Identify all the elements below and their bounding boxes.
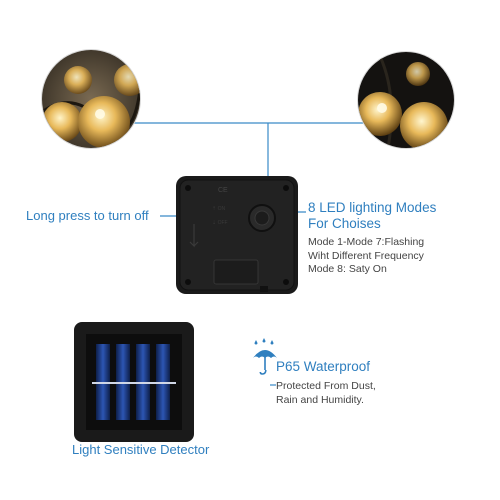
modes-description: Mode 1-Mode 7:Flashing Wiht Different Fr…	[308, 236, 424, 277]
light-detector-label: Light Sensitive Detector	[72, 442, 210, 457]
modes-desc-line2: Wiht Different Frequency	[308, 249, 424, 262]
modes-title-line2: For Choises	[308, 216, 381, 231]
modes-desc-line1: Mode 1-Mode 7:Flashing	[308, 236, 425, 248]
waterproof-description: Protected From Dust, Rain and Humidity.	[276, 380, 376, 407]
umbrella-icon	[250, 338, 280, 378]
left-bulb-photo	[42, 50, 140, 148]
controller-box: CE ⇡ ON ⇣ OFF	[174, 174, 300, 296]
waterproof-desc-line1: Protected From Dust,	[276, 380, 376, 392]
modes-title: 8 LED lighting Modes For Choises	[308, 200, 436, 232]
modes-title-line1: 8 LED lighting Modes	[308, 200, 437, 215]
svg-text:⇣ OFF: ⇣ OFF	[212, 220, 228, 226]
waterproof-desc-line2: Rain and Humidity.	[276, 393, 364, 406]
svg-text:⇡ ON: ⇡ ON	[212, 206, 225, 212]
ce-mark: CE	[218, 187, 228, 194]
solar-panel	[72, 320, 196, 444]
right-bulb-photo	[358, 52, 454, 148]
long-press-label: Long press to turn off	[26, 208, 149, 223]
modes-desc-line3: Mode 8: Saty On	[308, 263, 387, 275]
waterproof-rating: P65 Waterproof	[276, 359, 371, 374]
